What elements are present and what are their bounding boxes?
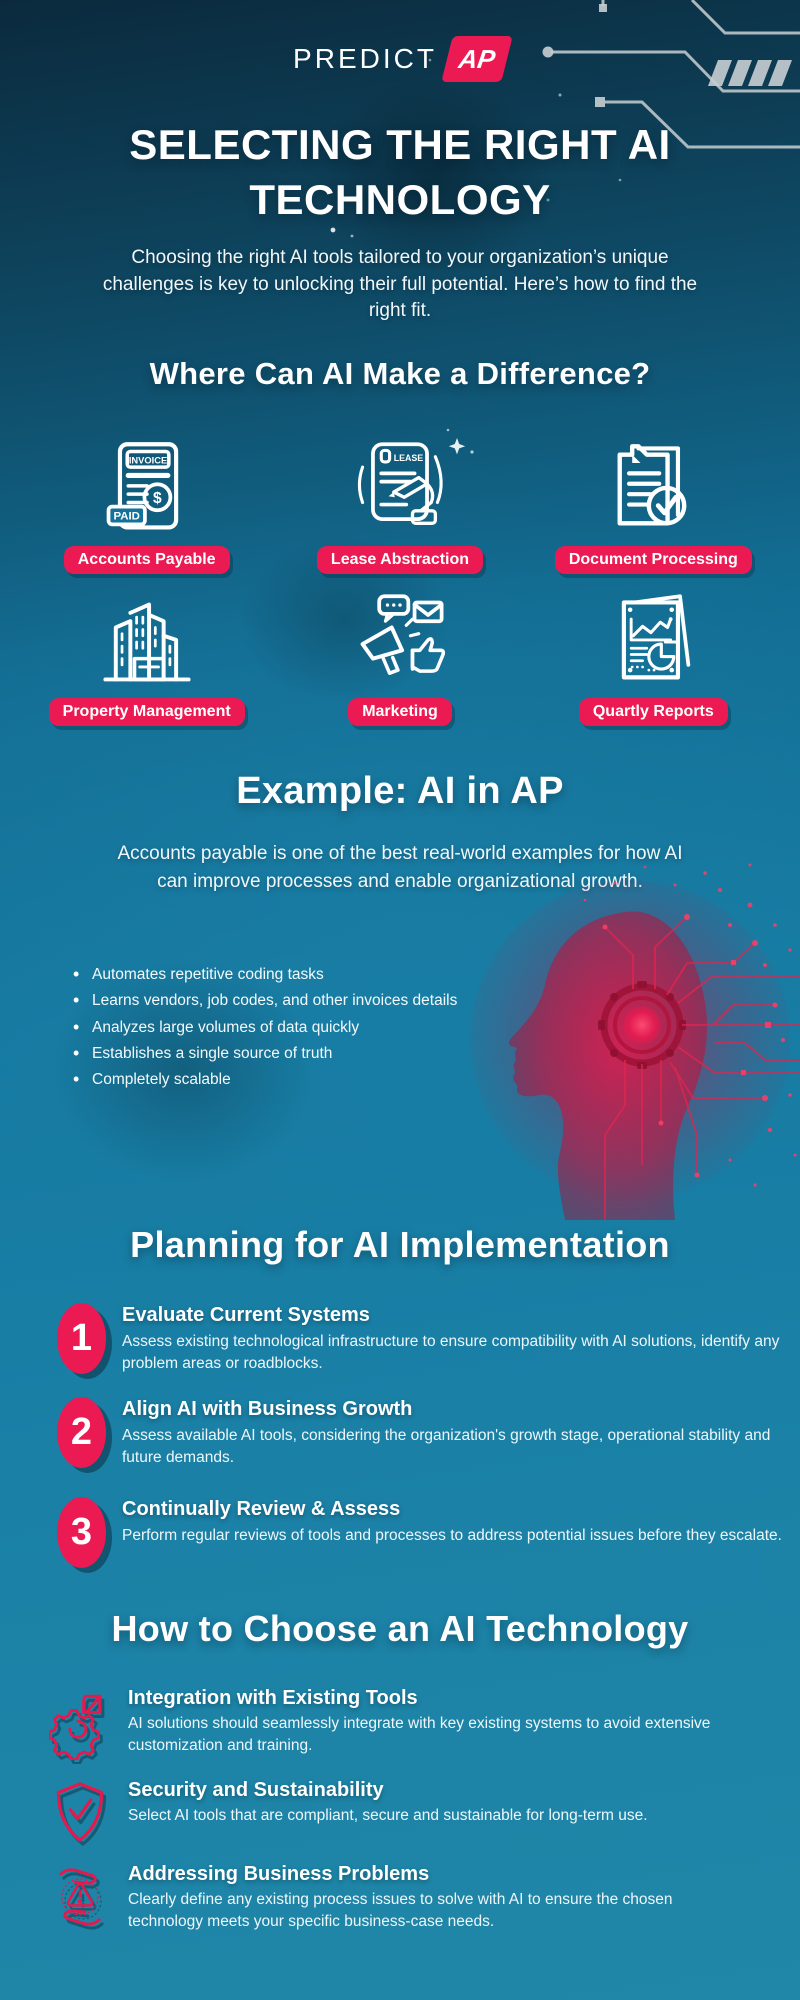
sparkle-decoration [446, 428, 474, 455]
difference-label-badge: Quartly Reports [578, 698, 728, 726]
ai-head-illustration [470, 863, 800, 1220]
choose-item-title: Addressing Business Problems [128, 1863, 430, 1885]
step-title: Evaluate Current Systems [122, 1304, 370, 1326]
megaphone-icon [348, 582, 452, 694]
step-number-circle: 2 [57, 1397, 106, 1468]
choose-item-title: Integration with Existing Tools [128, 1687, 418, 1709]
step-title: Continually Review & Assess [122, 1498, 401, 1520]
difference-item-marketing: Marketing [273, 582, 526, 726]
svg-text:PAID: PAID [113, 511, 139, 523]
difference-label-badge: Marketing [348, 698, 452, 726]
invoice-paid-icon: INVOICE $ PAID [95, 430, 199, 542]
choose-heading: How to Choose an AI Technology [111, 1608, 689, 1649]
brand-logo: PREDICT AP [0, 36, 800, 82]
example-paragraph: Accounts payable is one of the best real… [117, 843, 683, 892]
example-bullet-list: Automates repetitive coding tasks Learns… [68, 961, 478, 1094]
bullet-item: Learns vendors, job codes, and other inv… [68, 987, 478, 1014]
example-heading: Example: AI in AP [236, 770, 564, 812]
planning-heading: Planning for AI Implementation [130, 1224, 670, 1265]
step-description: Assess existing technological infrastruc… [122, 1333, 780, 1373]
bullet-item: Establishes a single source of truth [68, 1040, 478, 1067]
choose-item-security: Security and Sustainability Select AI to… [48, 1778, 758, 1846]
brand-logo-badge-text: AP [456, 43, 498, 74]
difference-item-accounts-payable: INVOICE $ PAID Accounts Payable [20, 430, 273, 574]
choose-item-title: Security and Sustainability [128, 1779, 384, 1801]
difference-label-badge: Accounts Payable [63, 546, 230, 574]
svg-text:LEASE: LEASE [394, 453, 424, 463]
hands-warning-icon [48, 1862, 112, 1932]
brand-logo-badge: AP [441, 36, 513, 82]
report-chart-icon [601, 582, 705, 694]
difference-grid: INVOICE $ PAID Accounts Payable [20, 430, 780, 726]
choose-item-description: AI solutions should seamlessly integrate… [128, 1715, 711, 1755]
step-description: Assess available AI tools, considering t… [122, 1427, 771, 1467]
lease-document-icon: LEASE [348, 430, 452, 542]
buildings-icon [95, 582, 199, 694]
planning-step-2: 2 Align AI with Business Growth Assess a… [57, 1397, 770, 1470]
circuit-decoration [330, 0, 800, 238]
bullet-item: Analyzes large volumes of data quickly [68, 1013, 478, 1040]
difference-item-document-processing: Document Processing [527, 430, 780, 574]
page-title: SELECTING THE RIGHT AI TECHNOLOGY [129, 121, 671, 223]
document-check-icon [601, 430, 705, 542]
svg-text:INVOICE: INVOICE [128, 455, 166, 465]
brand-logo-text: PREDICT [293, 43, 437, 74]
difference-label-badge: Document Processing [554, 546, 752, 574]
page-intro: Choosing the right AI tools tailored to … [102, 247, 698, 322]
difference-label-badge: Property Management [48, 698, 245, 726]
step-number-circle: 3 [57, 1497, 106, 1568]
svg-text:$: $ [153, 490, 162, 507]
planning-step-1: 1 Evaluate Current Systems Assess existi… [57, 1303, 779, 1376]
bullet-item: Completely scalable [68, 1066, 478, 1093]
difference-item-property-management: Property Management [20, 582, 273, 726]
difference-item-lease-abstraction: LEASE Lease Abstraction [273, 430, 526, 574]
choose-item-description: Clearly define any existing process issu… [128, 1891, 673, 1931]
choose-item-business-problems: Addressing Business Problems Clearly def… [48, 1862, 758, 1934]
choose-item-integration: Integration with Existing Tools AI solut… [48, 1686, 758, 1760]
bullet-item: Automates repetitive coding tasks [68, 961, 478, 988]
planning-step-3: 3 Continually Review & Assess Perform re… [57, 1497, 782, 1568]
gear-icon [48, 1686, 112, 1760]
step-title: Align AI with Business Growth [122, 1398, 413, 1420]
difference-heading: Where Can AI Make a Difference? [149, 356, 651, 391]
difference-item-quartly-reports: Quartly Reports [527, 582, 780, 726]
difference-label-badge: Lease Abstraction [316, 546, 484, 574]
step-description: Perform regular reviews of tools and pro… [122, 1527, 782, 1544]
choose-item-description: Select AI tools that are compliant, secu… [128, 1807, 648, 1824]
step-number-circle: 1 [57, 1303, 106, 1374]
shield-check-icon [48, 1778, 112, 1846]
